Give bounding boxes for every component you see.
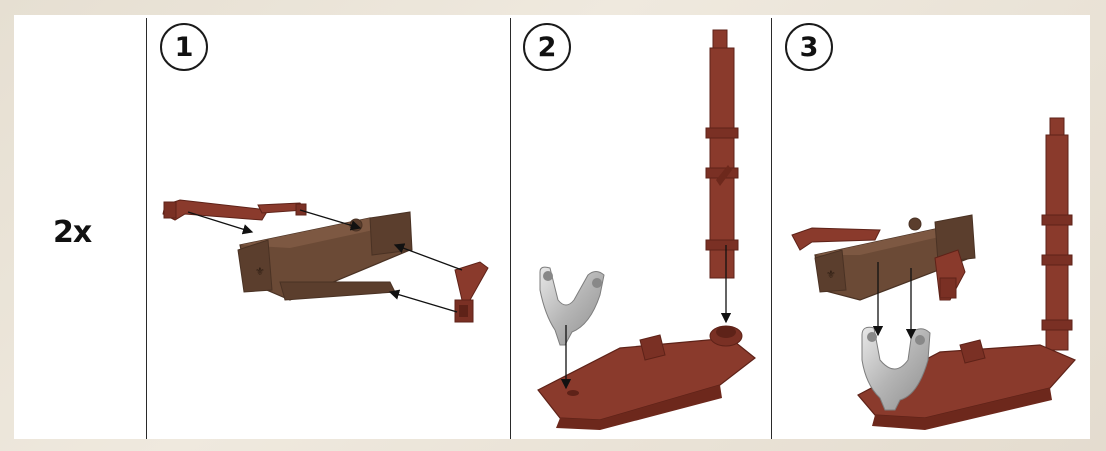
step1-arrow-2 — [300, 210, 360, 228]
step3-brown-post — [1042, 118, 1072, 350]
svg-text:⚜: ⚜ — [255, 265, 265, 278]
step1-crossbow-assembly: ⚜ — [163, 200, 488, 322]
step1-crossbow-body: ⚜ — [238, 212, 412, 300]
step1-bow-limb-right — [455, 262, 488, 322]
step1-bow-limb-left — [163, 200, 268, 220]
step2-brown-post — [706, 30, 738, 278]
step2-silver-y-clip — [540, 267, 604, 345]
step2-brown-base-plate — [538, 326, 755, 430]
step3-assembled-crossbow: ⚜ — [792, 215, 975, 300]
step1-arrow-3 — [395, 245, 462, 270]
step3-assembly: ⚜ — [792, 118, 1075, 430]
svg-text:⚜: ⚜ — [826, 268, 836, 281]
step1-bow-limb-upper — [258, 203, 306, 215]
step2-assembly — [538, 30, 755, 430]
step1-arrow-4 — [390, 292, 457, 312]
